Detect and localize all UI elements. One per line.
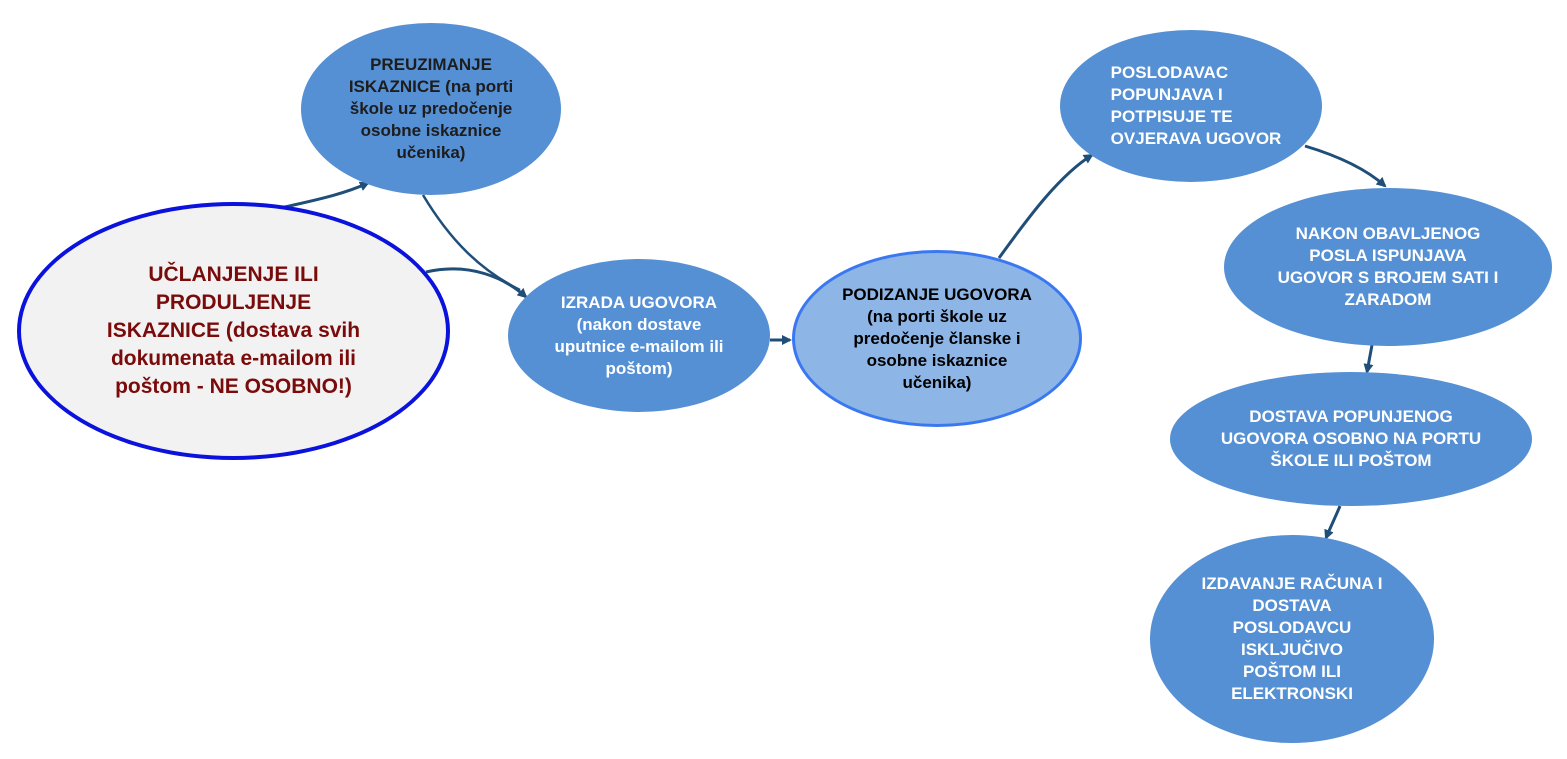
node-podizanje-ugovora: PODIZANJE UGOVORA (na porti škole uz pre… bbox=[792, 250, 1082, 427]
text-line: UGOVOR S BROJEM SATI I bbox=[1277, 268, 1499, 287]
text-line: IZRADA UGOVORA bbox=[560, 292, 718, 312]
text-line: dokumenata e-mailom ili bbox=[110, 347, 357, 370]
text-line: škole uz predočenje bbox=[349, 99, 513, 118]
text-line: ISKAZNICE (na porti bbox=[349, 76, 513, 98]
node-preuzimanje-iskaznice: PREUZIMANJE ISKAZNICE (na porti škole uz… bbox=[301, 23, 561, 195]
text-line: učenika) bbox=[902, 372, 972, 392]
text-line: ISKAZNICE (dostava svih bbox=[106, 319, 361, 342]
text-line: osobne iskaznice bbox=[360, 121, 502, 140]
text-line: predočenje članske i bbox=[853, 328, 1021, 348]
arrow-poslodavac-to-nakon bbox=[1304, 144, 1387, 188]
text-line: POTPISUJE TE bbox=[1110, 107, 1233, 126]
text-line: PRODULJENJE bbox=[155, 291, 312, 314]
node-start-label: UČLANJENJE ILI PRODULJENJE ISKAZNICE (do… bbox=[107, 261, 360, 401]
text-line: ELEKTRONSKI bbox=[1231, 684, 1353, 703]
text-line: POSLODAVAC bbox=[1110, 63, 1229, 82]
text-line: ŠKOLE ILI POŠTOM bbox=[1270, 451, 1432, 470]
text-line: ZARADOM bbox=[1344, 290, 1432, 309]
text-line: PODIZANJE UGOVORA bbox=[842, 284, 1032, 304]
node-izdavanje-label: IZDAVANJE RAČUNA I DOSTAVA POSLODAVCU IS… bbox=[1201, 573, 1382, 705]
text-line: POSLA ISPUNJAVA bbox=[1309, 246, 1467, 265]
node-poslodavac-popunjava: POSLODAVAC POPUNJAVA I POTPISUJE TE OVJE… bbox=[1060, 30, 1322, 182]
arrow-start-to-izrada bbox=[425, 267, 528, 299]
node-dostava-label: DOSTAVA POPUNJENOG UGOVORA OSOBNO NA POR… bbox=[1221, 406, 1481, 472]
text-line: DOSTAVA bbox=[1252, 596, 1332, 615]
arrow-preuzimanje-to-izrada bbox=[421, 194, 521, 292]
node-dostava-popunjenog-ugovora: DOSTAVA POPUNJENOG UGOVORA OSOBNO NA POR… bbox=[1170, 372, 1532, 506]
arrow-podizanje-to-poslodavac bbox=[997, 153, 1094, 259]
text-line: ISKLJUČIVO bbox=[1240, 640, 1344, 659]
node-poslodavac-label: POSLODAVAC POPUNJAVA I POTPISUJE TE OVJE… bbox=[1111, 62, 1282, 150]
node-uclanjenje-start: UČLANJENJE ILI PRODULJENJE ISKAZNICE (do… bbox=[17, 202, 450, 460]
text-line: poštom - NE OSOBNO!) bbox=[115, 375, 352, 398]
arrow-nakon-to-dostava bbox=[1363, 344, 1374, 374]
node-nakon-obavljenog-posla: NAKON OBAVLJENOG POSLA ISPUNJAVA UGOVOR … bbox=[1224, 188, 1552, 346]
text-line: (nakon dostave bbox=[576, 314, 702, 334]
arrow-dostava-to-izdavanje bbox=[1324, 505, 1342, 540]
text-line: osobne iskaznice bbox=[866, 350, 1008, 370]
node-izdavanje-racuna: IZDAVANJE RAČUNA I DOSTAVA POSLODAVCU IS… bbox=[1150, 535, 1434, 743]
text-line: POPUNJAVA I bbox=[1110, 85, 1223, 104]
text-line: poštom) bbox=[605, 358, 673, 378]
text-line: UGOVORA OSOBNO NA PORTU bbox=[1220, 429, 1482, 448]
node-izrada-label: IZRADA UGOVORA (nakon dostave uputnice e… bbox=[554, 292, 723, 380]
text-line: (na porti škole uz bbox=[867, 306, 1007, 326]
node-izrada-ugovora: IZRADA UGOVORA (nakon dostave uputnice e… bbox=[508, 259, 770, 412]
node-preuzimanje-label: PREUZIMANJE ISKAZNICE (na porti škole uz… bbox=[349, 54, 513, 164]
text-line: POSLODAVCU bbox=[1232, 618, 1352, 637]
text-line-part: ISKAZNICE bbox=[348, 77, 441, 96]
text-line: učenika) bbox=[396, 143, 466, 162]
text-line: uputnice e-mailom ili bbox=[554, 336, 724, 356]
text-line-part: (na porti bbox=[440, 77, 514, 96]
text-line: DOSTAVA POPUNJENOG bbox=[1249, 407, 1453, 426]
text-line: IZDAVANJE RAČUNA I bbox=[1201, 574, 1383, 593]
text-line: NAKON OBAVLJENOG bbox=[1295, 224, 1481, 243]
node-nakon-label: NAKON OBAVLJENOG POSLA ISPUNJAVA UGOVOR … bbox=[1278, 223, 1499, 311]
text-line: POŠTOM ILI bbox=[1243, 662, 1341, 681]
text-line: OVJERAVA UGOVOR bbox=[1110, 129, 1282, 148]
text-line: PREUZIMANJE bbox=[370, 55, 492, 74]
node-podizanje-label: PODIZANJE UGOVORA (na porti škole uz pre… bbox=[842, 284, 1032, 394]
text-line: UČLANJENJE ILI bbox=[148, 263, 319, 286]
